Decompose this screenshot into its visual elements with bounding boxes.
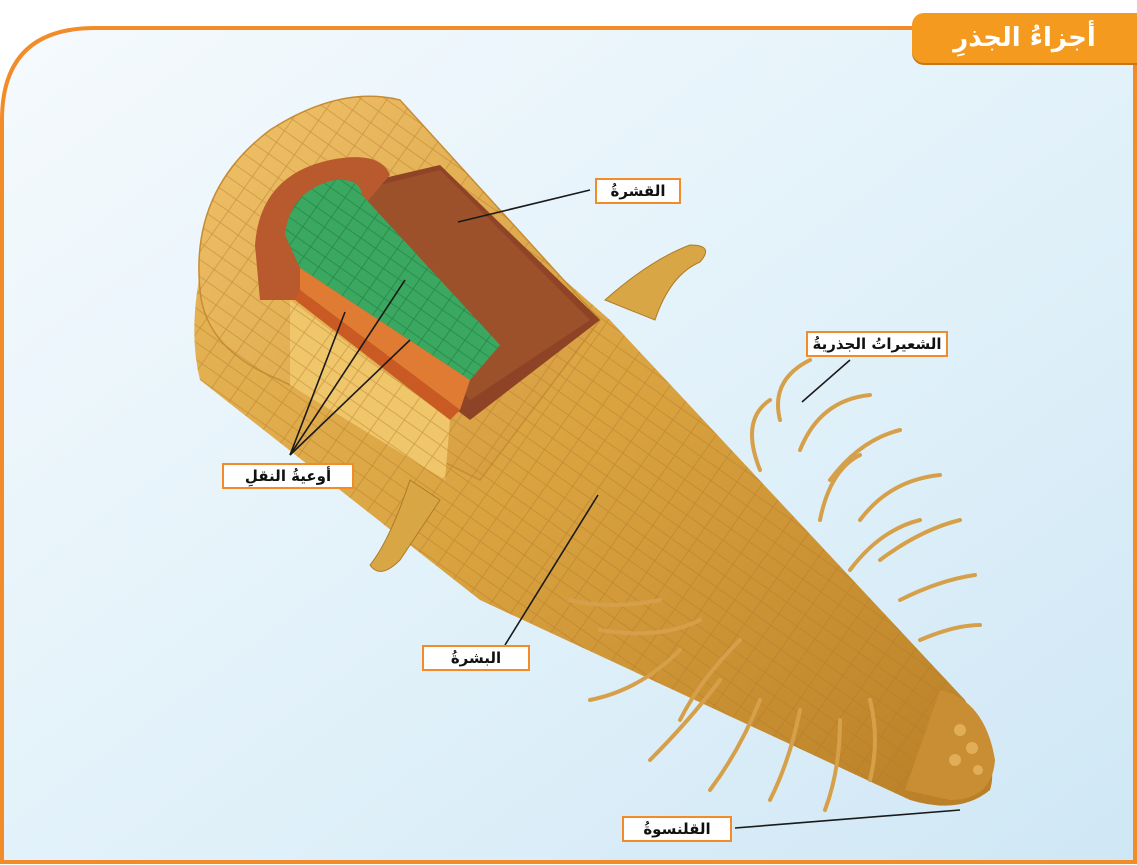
- label-epidermis: البشرةُ: [422, 645, 530, 671]
- label-vessels: أوعيةُ النقلِ: [222, 463, 354, 489]
- label-cortex: القشرةُ: [595, 178, 681, 204]
- page-title: أجزاءُ الجذرِ: [953, 23, 1095, 53]
- label-root-hairs: الشعيراتُ الجذريةُ: [806, 331, 948, 357]
- label-root-cap: القلنسوةُ: [622, 816, 732, 842]
- title-tab: أجزاءُ الجذرِ: [912, 13, 1137, 63]
